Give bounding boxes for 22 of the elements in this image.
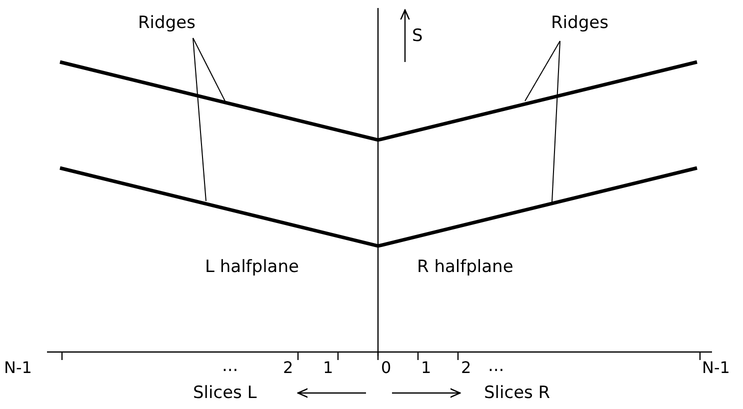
axis-label: Slices R xyxy=(484,383,550,403)
ellipsis: ... xyxy=(488,356,504,376)
ridge-label: Ridges xyxy=(138,13,196,33)
leader-line xyxy=(192,38,226,102)
region-label: L halfplane xyxy=(205,257,299,277)
region-label: R halfplane xyxy=(417,257,514,277)
tick-label: 1 xyxy=(323,358,334,378)
tick-label: 0 xyxy=(381,358,392,378)
leader-line xyxy=(552,40,560,202)
axis-label: Slices L xyxy=(193,383,257,403)
leader-line xyxy=(192,38,206,202)
ridge-line xyxy=(60,60,698,142)
tick-label: 2 xyxy=(283,358,294,378)
ellipsis: ... xyxy=(222,356,238,376)
tick-label: N-1 xyxy=(702,358,730,378)
direction-label: S xyxy=(412,26,423,46)
tick-label: N-1 xyxy=(4,358,32,378)
tick-label: 2 xyxy=(461,358,472,378)
tick-label: 1 xyxy=(421,358,432,378)
ridge-line xyxy=(60,166,698,248)
leader-line xyxy=(524,40,560,102)
ridge-label: Ridges xyxy=(551,13,608,33)
